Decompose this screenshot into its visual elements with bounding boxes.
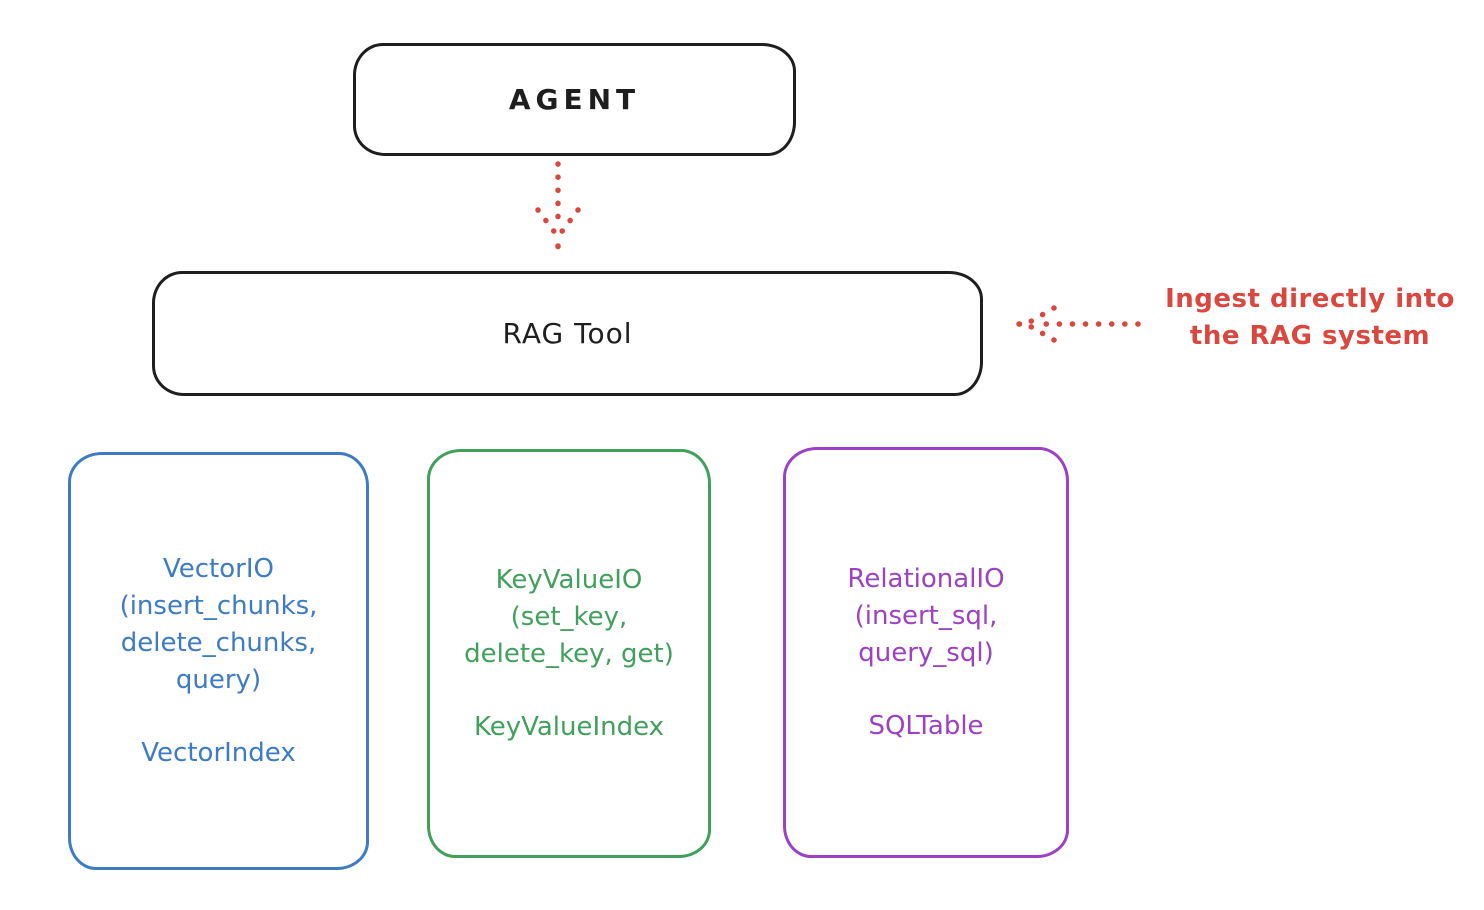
storage-box-relational-io: RelationalIO (insert_sql, query_sql) SQL… <box>783 447 1069 858</box>
storage-box-title: RelationalIO (insert_sql, query_sql) <box>847 563 1005 668</box>
agent-node: AGENT <box>353 43 796 156</box>
arrow-down-icon <box>535 161 581 250</box>
storage-box-subtitle: SQLTable <box>868 710 984 741</box>
storage-box-subtitle: VectorIndex <box>141 737 296 768</box>
storage-box-title: VectorIO (insert_chunks, delete_chunks, … <box>119 553 318 695</box>
annotation-ingest-note: Ingest directly into the RAG system <box>1165 284 1455 351</box>
storage-box-subtitle: KeyValueIndex <box>473 711 665 742</box>
storage-box-title: KeyValueIO (set_key, delete_key, get) <box>464 564 674 669</box>
rag-tool-label: RAG Tool <box>502 317 633 350</box>
rag-tool-node: RAG Tool <box>152 271 983 396</box>
agent-label: AGENT <box>508 83 641 116</box>
storage-box-key-value-io: KeyValueIO (set_key, delete_key, get) Ke… <box>427 449 711 858</box>
arrow-left-icon <box>1016 305 1141 343</box>
storage-box-vector-io: VectorIO (insert_chunks, delete_chunks, … <box>68 452 369 870</box>
